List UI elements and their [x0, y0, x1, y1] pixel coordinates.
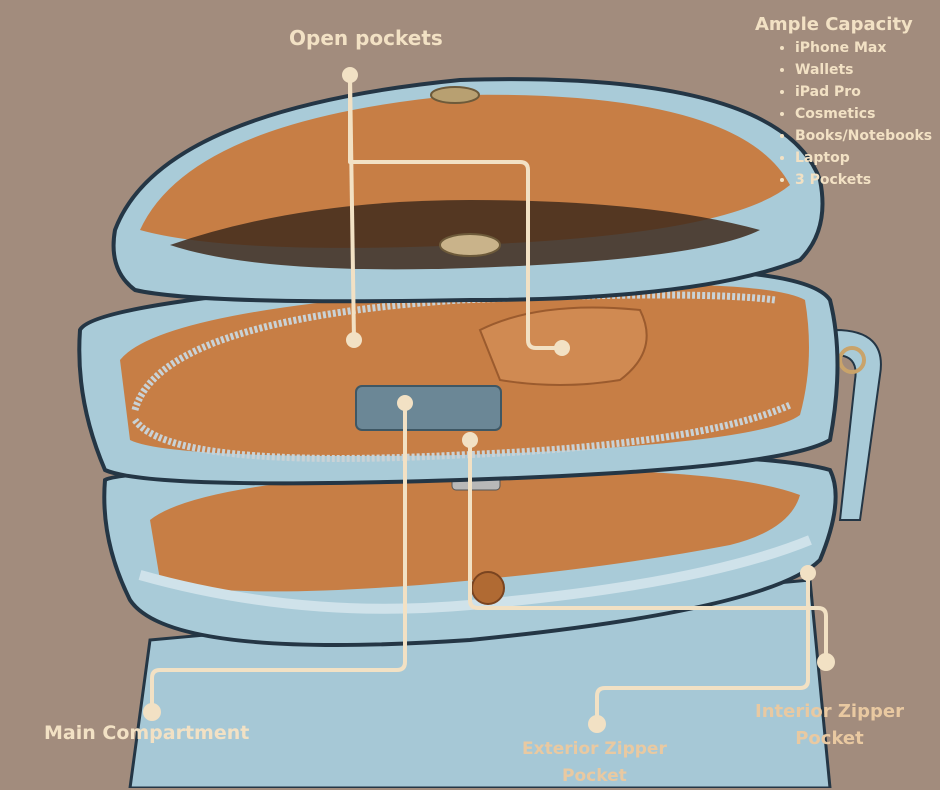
label-line: Pocket	[562, 766, 627, 786]
strap-ring	[838, 346, 866, 374]
label-open-pockets: Open pockets	[289, 26, 443, 50]
top-snap-upper	[430, 86, 480, 104]
capacity-item: Wallets	[795, 59, 940, 81]
callout-dot	[588, 715, 606, 733]
callout-dot	[554, 340, 570, 356]
callout-dot	[800, 565, 816, 581]
label-exterior-zipper-pocket: Exterior Zipper Pocket	[522, 736, 667, 790]
capacity-item: iPhone Max	[795, 37, 940, 59]
callout-line-interior	[468, 440, 828, 662]
capacity-title: Ample Capacity	[755, 14, 913, 35]
capacity-list: Ample Capacity iPhone Max Wallets iPad P…	[755, 14, 940, 191]
bottom-lining	[150, 469, 800, 592]
callout-line-open-pockets-a	[348, 75, 562, 350]
top-snap-lower	[439, 233, 501, 257]
capacity-item: 3 Pockets	[795, 169, 940, 191]
callout-dot	[143, 703, 161, 721]
label-line: Pocket	[795, 728, 864, 749]
label-line: Interior Zipper	[755, 701, 904, 722]
bag-strap	[834, 328, 882, 521]
callout-dot	[462, 432, 478, 448]
callout-dot	[397, 395, 413, 411]
callout-dot	[346, 332, 362, 348]
bottom-snap	[471, 571, 505, 605]
capacity-item: Cosmetics	[795, 103, 940, 125]
callout-line-main	[150, 403, 407, 712]
label-line: Exterior Zipper	[522, 739, 667, 759]
callout-line-exterior	[595, 573, 810, 724]
capacity-item: iPad Pro	[795, 81, 940, 103]
callout-line-open-pockets-b	[348, 74, 356, 341]
callout-dot	[342, 67, 358, 83]
capacity-item: Books/Notebooks	[795, 125, 940, 147]
brand-patch	[355, 385, 502, 431]
capacity-items: iPhone Max Wallets iPad Pro Cosmetics Bo…	[755, 37, 940, 191]
capacity-item: Laptop	[795, 147, 940, 169]
label-interior-zipper-pocket: Interior Zipper Pocket	[755, 698, 904, 752]
callout-dot	[817, 653, 835, 671]
label-main-compartment: Main Compartment	[44, 722, 250, 744]
